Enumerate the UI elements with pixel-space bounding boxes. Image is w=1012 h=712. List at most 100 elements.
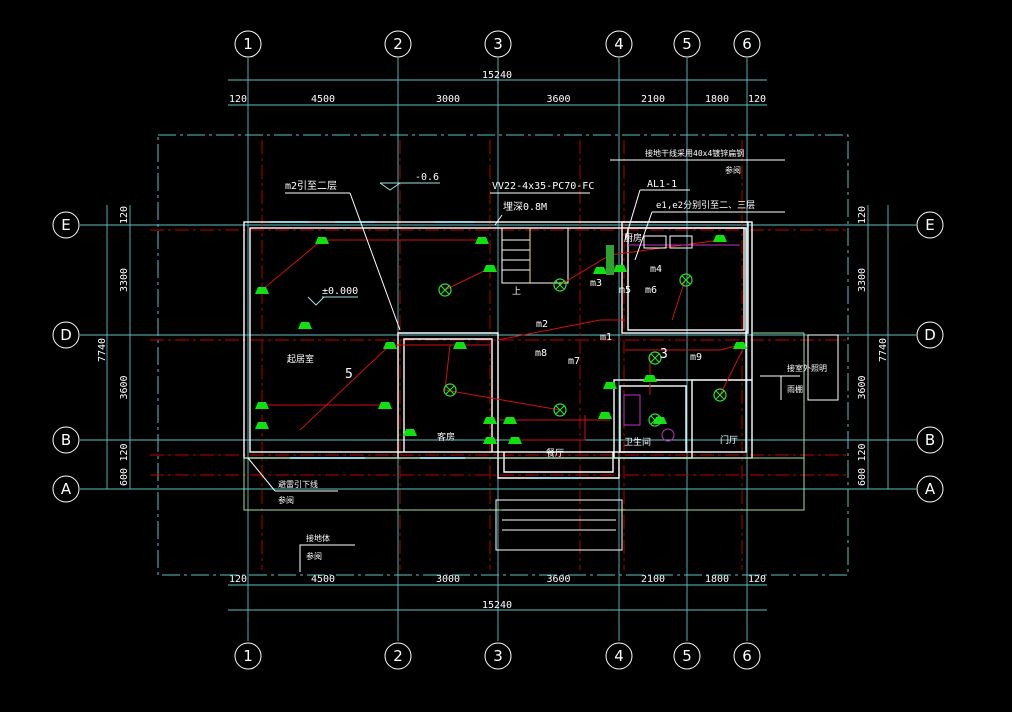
room-bath: 卫生间 (624, 436, 651, 448)
dim-h: 120 (748, 94, 766, 105)
ceiling-lamp-icon (553, 403, 567, 417)
cable-spec: VV22-4x35-PC70-FC (492, 181, 594, 192)
axis-bubble-4 (605, 642, 633, 670)
level-floor: ±0.000 (322, 286, 358, 297)
axis-label-D: D (924, 326, 936, 344)
ceiling-lamp-cross-icon (715, 390, 725, 400)
axis-bubble-6 (733, 642, 761, 670)
red-axis-lines (150, 140, 850, 570)
wall-lamp-icon (603, 382, 617, 389)
dim-v: 3300 (857, 268, 868, 292)
ceiling-lamp-icon (443, 383, 457, 397)
dim-v: 120 (119, 206, 130, 224)
ceiling-lamp-icon (648, 413, 662, 427)
axis-bubble-B (52, 426, 80, 454)
axis-label-2: 2 (393, 35, 403, 53)
axis-bubble-E (52, 211, 80, 239)
circuit-label-m6: m6 (645, 285, 657, 296)
wall-lamp-icon (733, 342, 747, 349)
annotation-text: m2引至二层 -0.6 VV22-4x35-PC70-FC 埋深0.8M 接地干… (278, 148, 827, 561)
wall-lamp-icon (255, 422, 269, 429)
dim-h: 1800 (705, 94, 729, 105)
room-living: 起居室 (287, 353, 314, 365)
axis-bubble-1 (234, 642, 262, 670)
axis-bubble-6 (733, 30, 761, 58)
dim-v: 3300 (119, 268, 130, 292)
ceiling-lamp-cross-icon (440, 285, 450, 295)
dim-h: 1800 (705, 574, 729, 585)
roof-outline-dashed (157, 134, 849, 576)
stove-icon (643, 235, 667, 249)
wall-lamp-icon (643, 375, 657, 382)
stair-up: 上 (512, 286, 521, 297)
wall-lamp-icon (315, 237, 329, 244)
room-guest: 客房 (437, 431, 455, 443)
ceiling-lamp-icon (438, 283, 452, 297)
earth-note: 接地体 (306, 533, 330, 543)
ceiling-lamp-cross-icon (681, 275, 691, 285)
canopy-label: 雨棚 (787, 384, 803, 394)
walls (243, 221, 805, 511)
wall-lamp-icon (378, 402, 392, 409)
axis-label-5: 5 (682, 647, 692, 665)
downlead-ref: 参阅 (278, 495, 294, 505)
dim-h: 120 (748, 574, 766, 585)
axis-label-6: 6 (742, 647, 752, 665)
stove-icon (669, 235, 693, 249)
ceiling-lamp-icon (553, 278, 567, 292)
windows (270, 221, 670, 479)
bath-tub-icon (623, 394, 641, 426)
dim-v: 3600 (857, 375, 868, 399)
wall-lamp-icon (298, 322, 312, 329)
wall-lamp-icon (403, 429, 417, 436)
wall-lamp-icon (508, 437, 522, 444)
room-kitchen: 厨房 (624, 232, 642, 244)
circuit-label-m3: m3 (590, 278, 602, 289)
axis-label-3: 3 (493, 35, 503, 53)
dim-h: 3600 (546, 94, 570, 105)
ceiling-lamp-cross-icon (650, 415, 660, 425)
axis-bubble-5 (673, 30, 701, 58)
dim-total-v: 7740 (97, 338, 108, 362)
circuit-label-m9: m9 (690, 352, 702, 363)
dim-v: 3600 (119, 375, 130, 399)
ceiling-lamp-cross-icon (555, 405, 565, 415)
axis-bubble-D (916, 321, 944, 349)
axis-bubble-3 (484, 30, 512, 58)
ground-bar-note: 接地干线采用40x4镀锌扁钢 (645, 148, 744, 158)
dim-total-h: 15240 (482, 70, 512, 81)
dim-h: 4500 (311, 94, 335, 105)
circuit-label-m1: m1 (600, 332, 612, 343)
circuit-label-5: 5 (345, 367, 353, 382)
axis-label-5: 5 (682, 35, 692, 53)
wall-lamp-icon (255, 402, 269, 409)
circuit-label-3: 3 (660, 347, 668, 362)
axis-label-E: E (61, 216, 70, 234)
dim-h: 3600 (546, 574, 570, 585)
axis-bubble-4 (605, 30, 633, 58)
axis-label-4: 4 (614, 35, 624, 53)
ceiling-lamp-icon (648, 351, 662, 365)
annotations (247, 159, 800, 572)
ceiling-lamp-icon (713, 388, 727, 402)
circuit-label-m2: m2 (536, 319, 548, 330)
ceiling-lamp-icon (679, 273, 693, 287)
dim-v: 120 (857, 206, 868, 224)
dim-v: 120 (119, 443, 130, 461)
outdoor-light-note: 接室外照明 (787, 363, 827, 373)
circuit-label-m7: m7 (568, 356, 580, 367)
dim-h: 2100 (641, 94, 665, 105)
ceiling-lamp-cross-icon (555, 280, 565, 290)
axis-bubble-E (916, 211, 944, 239)
axis-bubble-2 (384, 30, 412, 58)
circuit-label-m8: m8 (535, 348, 547, 359)
axis-bubble-D (52, 321, 80, 349)
distribution-panel-icon (606, 245, 614, 275)
axis-bubble-2 (384, 642, 412, 670)
cable-depth: 埋深0.8M (503, 201, 547, 213)
axis-label-A: A (61, 480, 72, 498)
wall-lamp-icon (383, 342, 397, 349)
axis-label-E: E (925, 216, 934, 234)
room-dining: 餐厅 (546, 447, 564, 459)
